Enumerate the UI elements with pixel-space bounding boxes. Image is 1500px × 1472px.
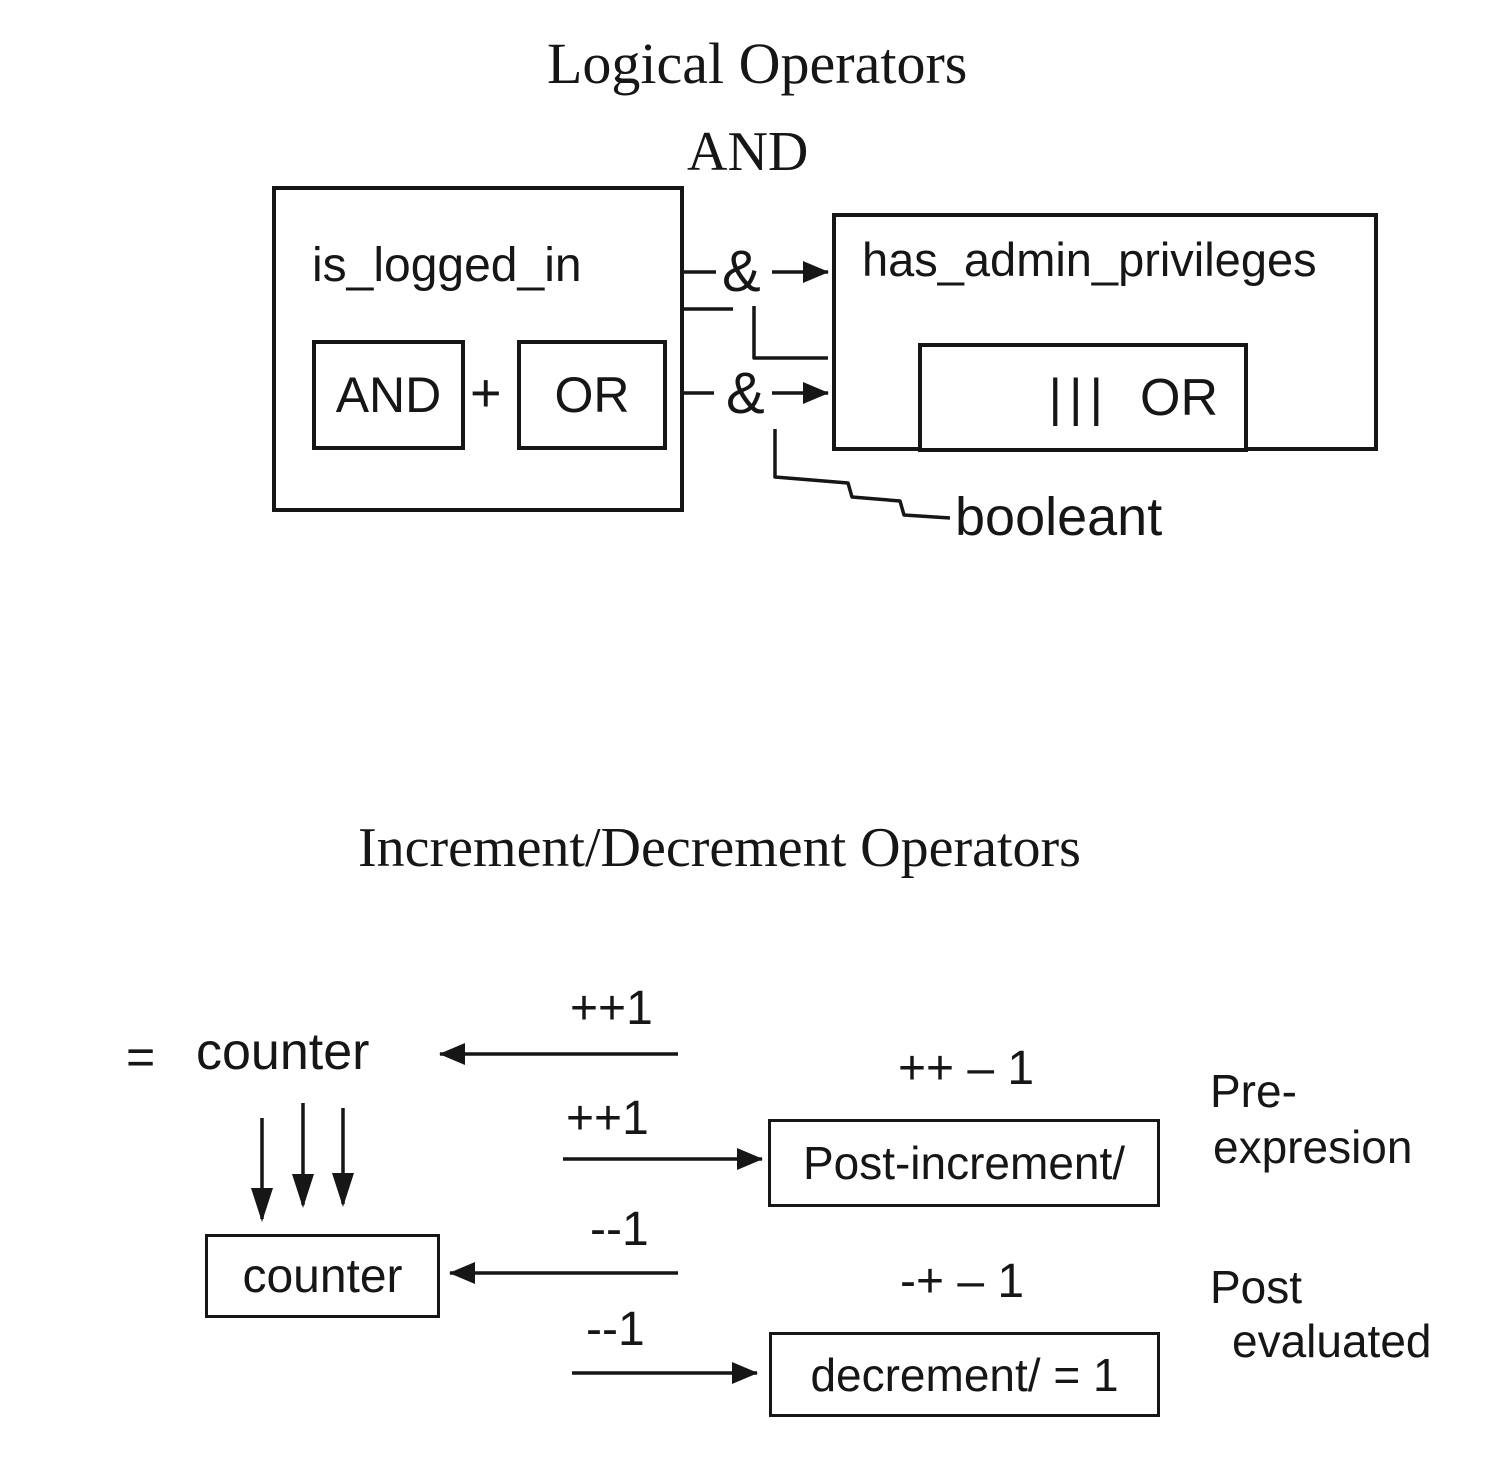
or-inner-label: OR (1140, 368, 1218, 427)
is-logged-in-label: is_logged_in (312, 239, 582, 292)
incdec-operators-title: Increment/Decrement Operators (358, 817, 1081, 879)
equals-sign: = (126, 1029, 156, 1085)
plus-plus-1-label-mid: ++1 (566, 1092, 649, 1145)
triple-bar-glyph: ||| (1048, 368, 1110, 427)
booleant-leader-line (773, 429, 951, 520)
post-label-line2: evaluated (1232, 1315, 1432, 1367)
counter-text: counter (196, 1023, 370, 1081)
has-admin-privileges-label: has_admin_privileges (862, 233, 1317, 286)
plus-sign: + (470, 363, 502, 423)
connector-elbow (752, 306, 828, 360)
ampersand-top: & (722, 239, 761, 304)
counter-box: counter (205, 1234, 440, 1318)
pre-label-line2: expresion (1213, 1121, 1413, 1173)
post-increment-box: Post-increment/ (768, 1119, 1160, 1207)
decrement-box: decrement/ = 1 (769, 1332, 1160, 1417)
ampersand-bottom: & (726, 361, 765, 426)
plus-plus-1-label-top: ++1 (570, 982, 653, 1035)
or-inner-box: ||| OR (918, 343, 1248, 452)
and-operator-box: AND (312, 340, 465, 450)
minus-minus-1-label-mid: --1 (590, 1203, 649, 1256)
logical-operators-title: Logical Operators (547, 31, 968, 96)
pre-annotation: ++ – 1 (898, 1042, 1035, 1095)
post-label-line1: Post (1210, 1261, 1303, 1313)
pre-label-line1: Pre- (1210, 1065, 1297, 1117)
and-subtitle: AND (687, 121, 809, 183)
minus-minus-1-label-bottom: --1 (586, 1303, 645, 1356)
or-operator-box: OR (517, 340, 667, 450)
booleant-label: booleant (955, 487, 1163, 547)
post-annotation: -+ – 1 (900, 1255, 1025, 1308)
